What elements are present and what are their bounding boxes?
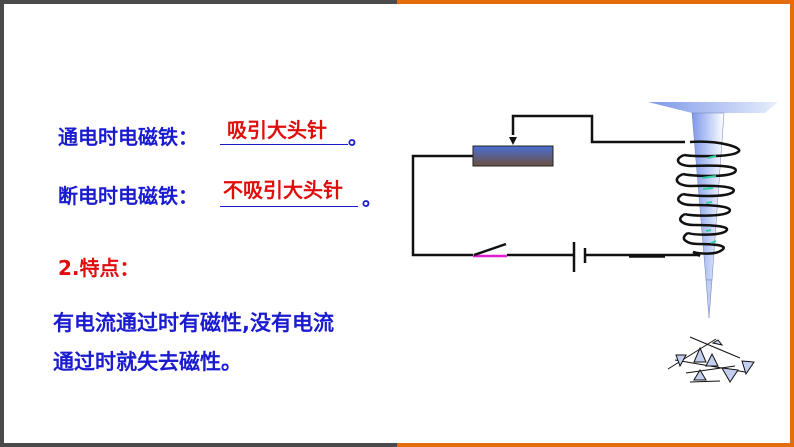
pins-pile-icon bbox=[667, 336, 755, 383]
line1-period: 。 bbox=[348, 125, 368, 149]
iron-nail-icon bbox=[648, 102, 778, 319]
frame-right bbox=[790, 0, 794, 447]
line2-answer: 不吸引大头针 bbox=[223, 178, 343, 202]
line2-period: 。 bbox=[362, 186, 382, 210]
frame-top-left bbox=[0, 0, 397, 4]
line2-label: 断电时电磁铁： bbox=[58, 184, 198, 208]
line1-label: 通电时电磁铁： bbox=[58, 125, 198, 149]
frame-bottom-left bbox=[0, 443, 397, 447]
description-line1: 有电流通过时有磁性,没有电流 bbox=[53, 311, 334, 335]
line2-blank bbox=[220, 180, 358, 207]
frame-bottom-right bbox=[397, 443, 794, 447]
slider-arrow-icon bbox=[509, 137, 517, 145]
rheostat bbox=[472, 145, 554, 167]
section-heading: 2.特点： bbox=[58, 256, 140, 280]
switch-icon bbox=[473, 242, 507, 258]
wires bbox=[411, 114, 700, 258]
description-line2: 通过时就失去磁性。 bbox=[53, 350, 242, 374]
frame-top-right bbox=[397, 0, 794, 4]
frame-left bbox=[0, 0, 4, 447]
coil-marks bbox=[701, 155, 717, 244]
line1-answer: 吸引大头针 bbox=[227, 118, 327, 142]
battery-icon bbox=[572, 242, 587, 272]
line1-blank bbox=[220, 118, 348, 145]
